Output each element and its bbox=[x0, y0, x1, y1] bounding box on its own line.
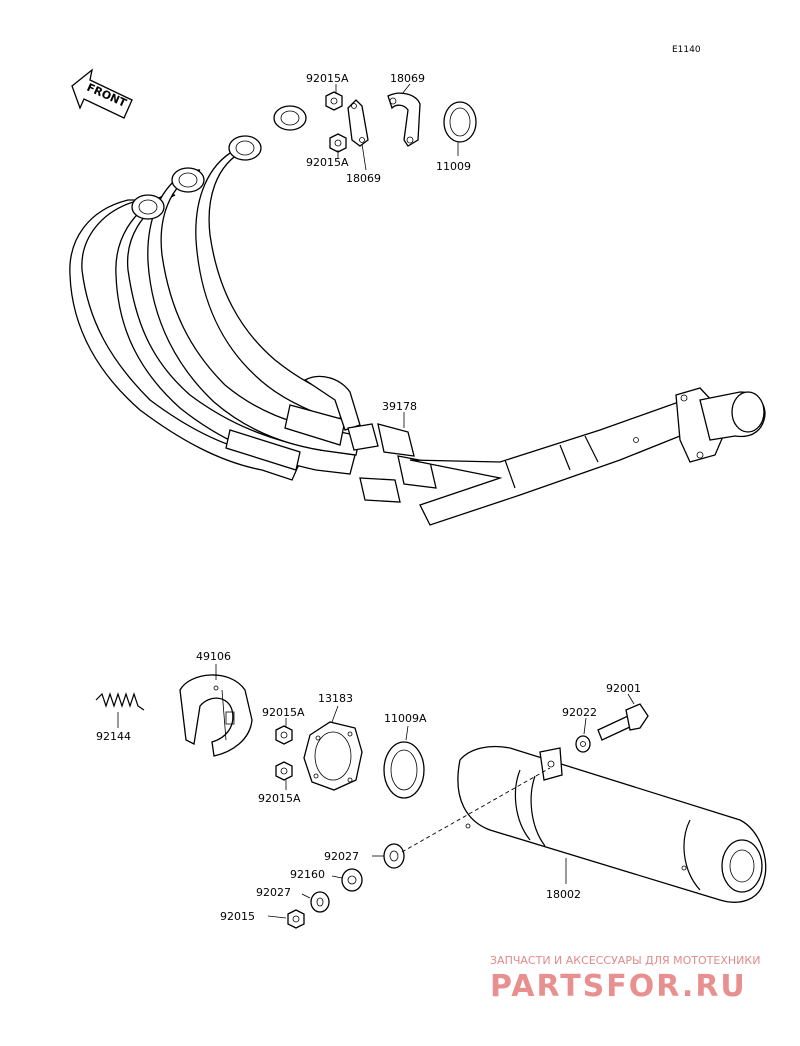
label-92015A-lower-b: 92015A bbox=[258, 792, 301, 805]
label-18069-mid: 18069 bbox=[346, 172, 381, 185]
bolt-92001-icon bbox=[597, 703, 649, 741]
flange-13183-icon bbox=[303, 721, 363, 791]
washer-92022-icon bbox=[575, 735, 591, 753]
diagram-code: E1140 bbox=[672, 45, 701, 55]
watermark-brand: PARTSFOR.RU bbox=[490, 969, 747, 1004]
label-92015A-mid: 92015A bbox=[306, 156, 349, 169]
label-11009: 11009 bbox=[436, 160, 471, 173]
muffler-18002-icon bbox=[457, 745, 767, 903]
label-92027-b: 92027 bbox=[256, 886, 291, 899]
label-92001: 92001 bbox=[606, 682, 641, 695]
gasket-11009A-icon bbox=[383, 741, 425, 799]
clamp-18069-mid-icon bbox=[347, 99, 369, 147]
exhaust-header-pipes bbox=[69, 105, 766, 526]
label-92015A-lower-a: 92015A bbox=[262, 706, 305, 719]
label-18069-top: 18069 bbox=[390, 72, 425, 85]
label-49106: 49106 bbox=[196, 650, 231, 663]
label-39178: 39178 bbox=[382, 400, 417, 413]
front-arrow-icon: FRONT bbox=[71, 68, 133, 119]
nut-92015-icon bbox=[287, 909, 305, 929]
watermark-tagline: ЗАПЧАСТИ И АКСЕССУАРЫ ДЛЯ МОТОТЕХНИКИ bbox=[490, 954, 760, 967]
lower-leader-lines bbox=[117, 664, 635, 919]
cover-49106-icon bbox=[179, 674, 253, 757]
spring-92144-icon bbox=[95, 692, 145, 711]
collar-92160-icon bbox=[341, 868, 363, 892]
nut-92015A-lower-b-icon bbox=[275, 761, 293, 781]
nut-92015A-lower-a-icon bbox=[275, 725, 293, 745]
nut-92015A-mid-icon bbox=[329, 133, 347, 153]
label-92027-a: 92027 bbox=[324, 850, 359, 863]
upper-leader-lines bbox=[335, 83, 459, 428]
label-92160: 92160 bbox=[290, 868, 325, 881]
damper-92027-b-icon bbox=[310, 891, 330, 913]
nut-92015A-top-icon bbox=[325, 91, 343, 111]
label-92015: 92015 bbox=[220, 910, 255, 923]
label-13183: 13183 bbox=[318, 692, 353, 705]
label-92022: 92022 bbox=[562, 706, 597, 719]
damper-92027-a-icon bbox=[383, 843, 405, 869]
label-92015A-top: 92015A bbox=[306, 72, 349, 85]
label-92144: 92144 bbox=[96, 730, 131, 743]
label-18002: 18002 bbox=[546, 888, 581, 901]
clamp-18069-top-icon bbox=[387, 92, 421, 147]
gasket-11009-icon bbox=[443, 101, 477, 143]
label-11009A: 11009A bbox=[384, 712, 427, 725]
